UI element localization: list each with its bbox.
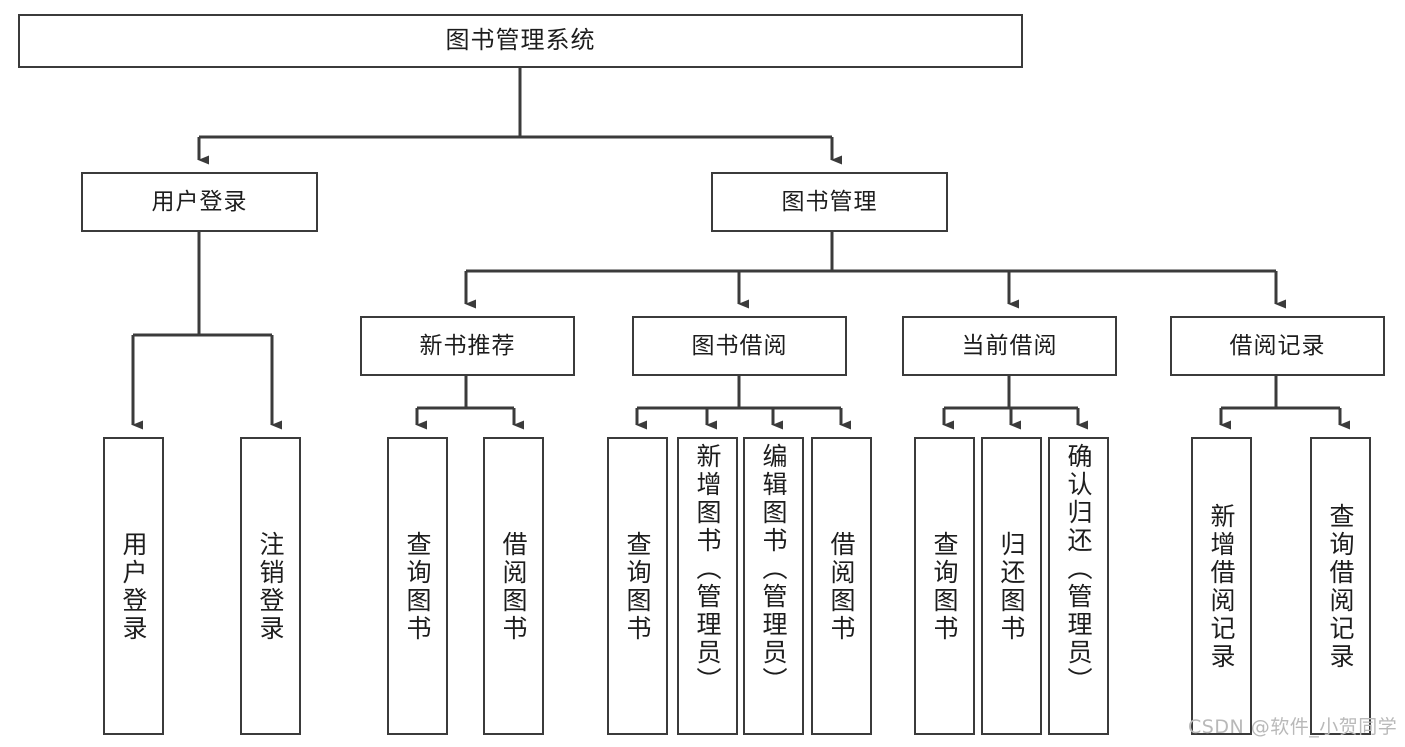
leaf-query-borrow-record[interactable]: 查询借阅记录	[1310, 437, 1371, 735]
leaf-query-book-1-label: 查询图书	[403, 531, 432, 643]
leaf-add-book[interactable]: 新增图书（管理员）	[677, 437, 738, 735]
leaf-add-book-label: 新增图书（管理员）	[693, 443, 722, 695]
node-new-book-recommend[interactable]: 新书推荐	[360, 316, 575, 376]
node-current-borrow-label: 当前借阅	[961, 332, 1058, 359]
leaf-user-login-label: 用户登录	[119, 531, 148, 643]
leaf-confirm-return-label: 确认归还（管理员）	[1064, 443, 1093, 695]
node-borrow-record[interactable]: 借阅记录	[1170, 316, 1385, 376]
node-root-label: 图书管理系统	[445, 26, 596, 55]
leaf-return-book[interactable]: 归还图书	[981, 437, 1042, 735]
node-book-borrow[interactable]: 图书借阅	[632, 316, 847, 376]
leaf-borrow-book-2-label: 借阅图书	[827, 531, 856, 643]
node-current-borrow[interactable]: 当前借阅	[902, 316, 1117, 376]
leaf-borrow-book-1-label: 借阅图书	[499, 531, 528, 643]
leaf-edit-book[interactable]: 编辑图书（管理员）	[743, 437, 804, 735]
node-new-book-recommend-label: 新书推荐	[419, 332, 516, 359]
node-root[interactable]: 图书管理系统	[18, 14, 1023, 68]
leaf-edit-book-label: 编辑图书（管理员）	[759, 443, 788, 695]
node-borrow-record-label: 借阅记录	[1229, 332, 1326, 359]
leaf-confirm-return[interactable]: 确认归还（管理员）	[1048, 437, 1109, 735]
node-book-manage[interactable]: 图书管理	[711, 172, 948, 232]
leaf-query-book-3-label: 查询图书	[930, 531, 959, 643]
leaf-add-borrow-record[interactable]: 新增借阅记录	[1191, 437, 1252, 735]
leaf-borrow-book-2[interactable]: 借阅图书	[811, 437, 872, 735]
csdn-watermark: CSDN @软件_小贺同学	[1188, 716, 1398, 738]
leaf-borrow-book-1[interactable]: 借阅图书	[483, 437, 544, 735]
leaf-user-logout-label: 注销登录	[256, 531, 285, 643]
leaf-user-logout[interactable]: 注销登录	[240, 437, 301, 735]
node-user-login[interactable]: 用户登录	[81, 172, 318, 232]
leaf-user-login[interactable]: 用户登录	[103, 437, 164, 735]
leaf-query-borrow-record-label: 查询借阅记录	[1326, 503, 1355, 671]
leaf-query-book-1[interactable]: 查询图书	[387, 437, 448, 735]
node-book-borrow-label: 图书借阅	[691, 332, 788, 359]
leaf-query-book-3[interactable]: 查询图书	[914, 437, 975, 735]
node-book-manage-label: 图书管理	[781, 188, 878, 215]
leaf-return-book-label: 归还图书	[997, 531, 1026, 643]
node-user-login-label: 用户登录	[151, 188, 248, 215]
leaf-query-book-2-label: 查询图书	[623, 531, 652, 643]
leaf-add-borrow-record-label: 新增借阅记录	[1207, 503, 1236, 671]
leaf-query-book-2[interactable]: 查询图书	[607, 437, 668, 735]
